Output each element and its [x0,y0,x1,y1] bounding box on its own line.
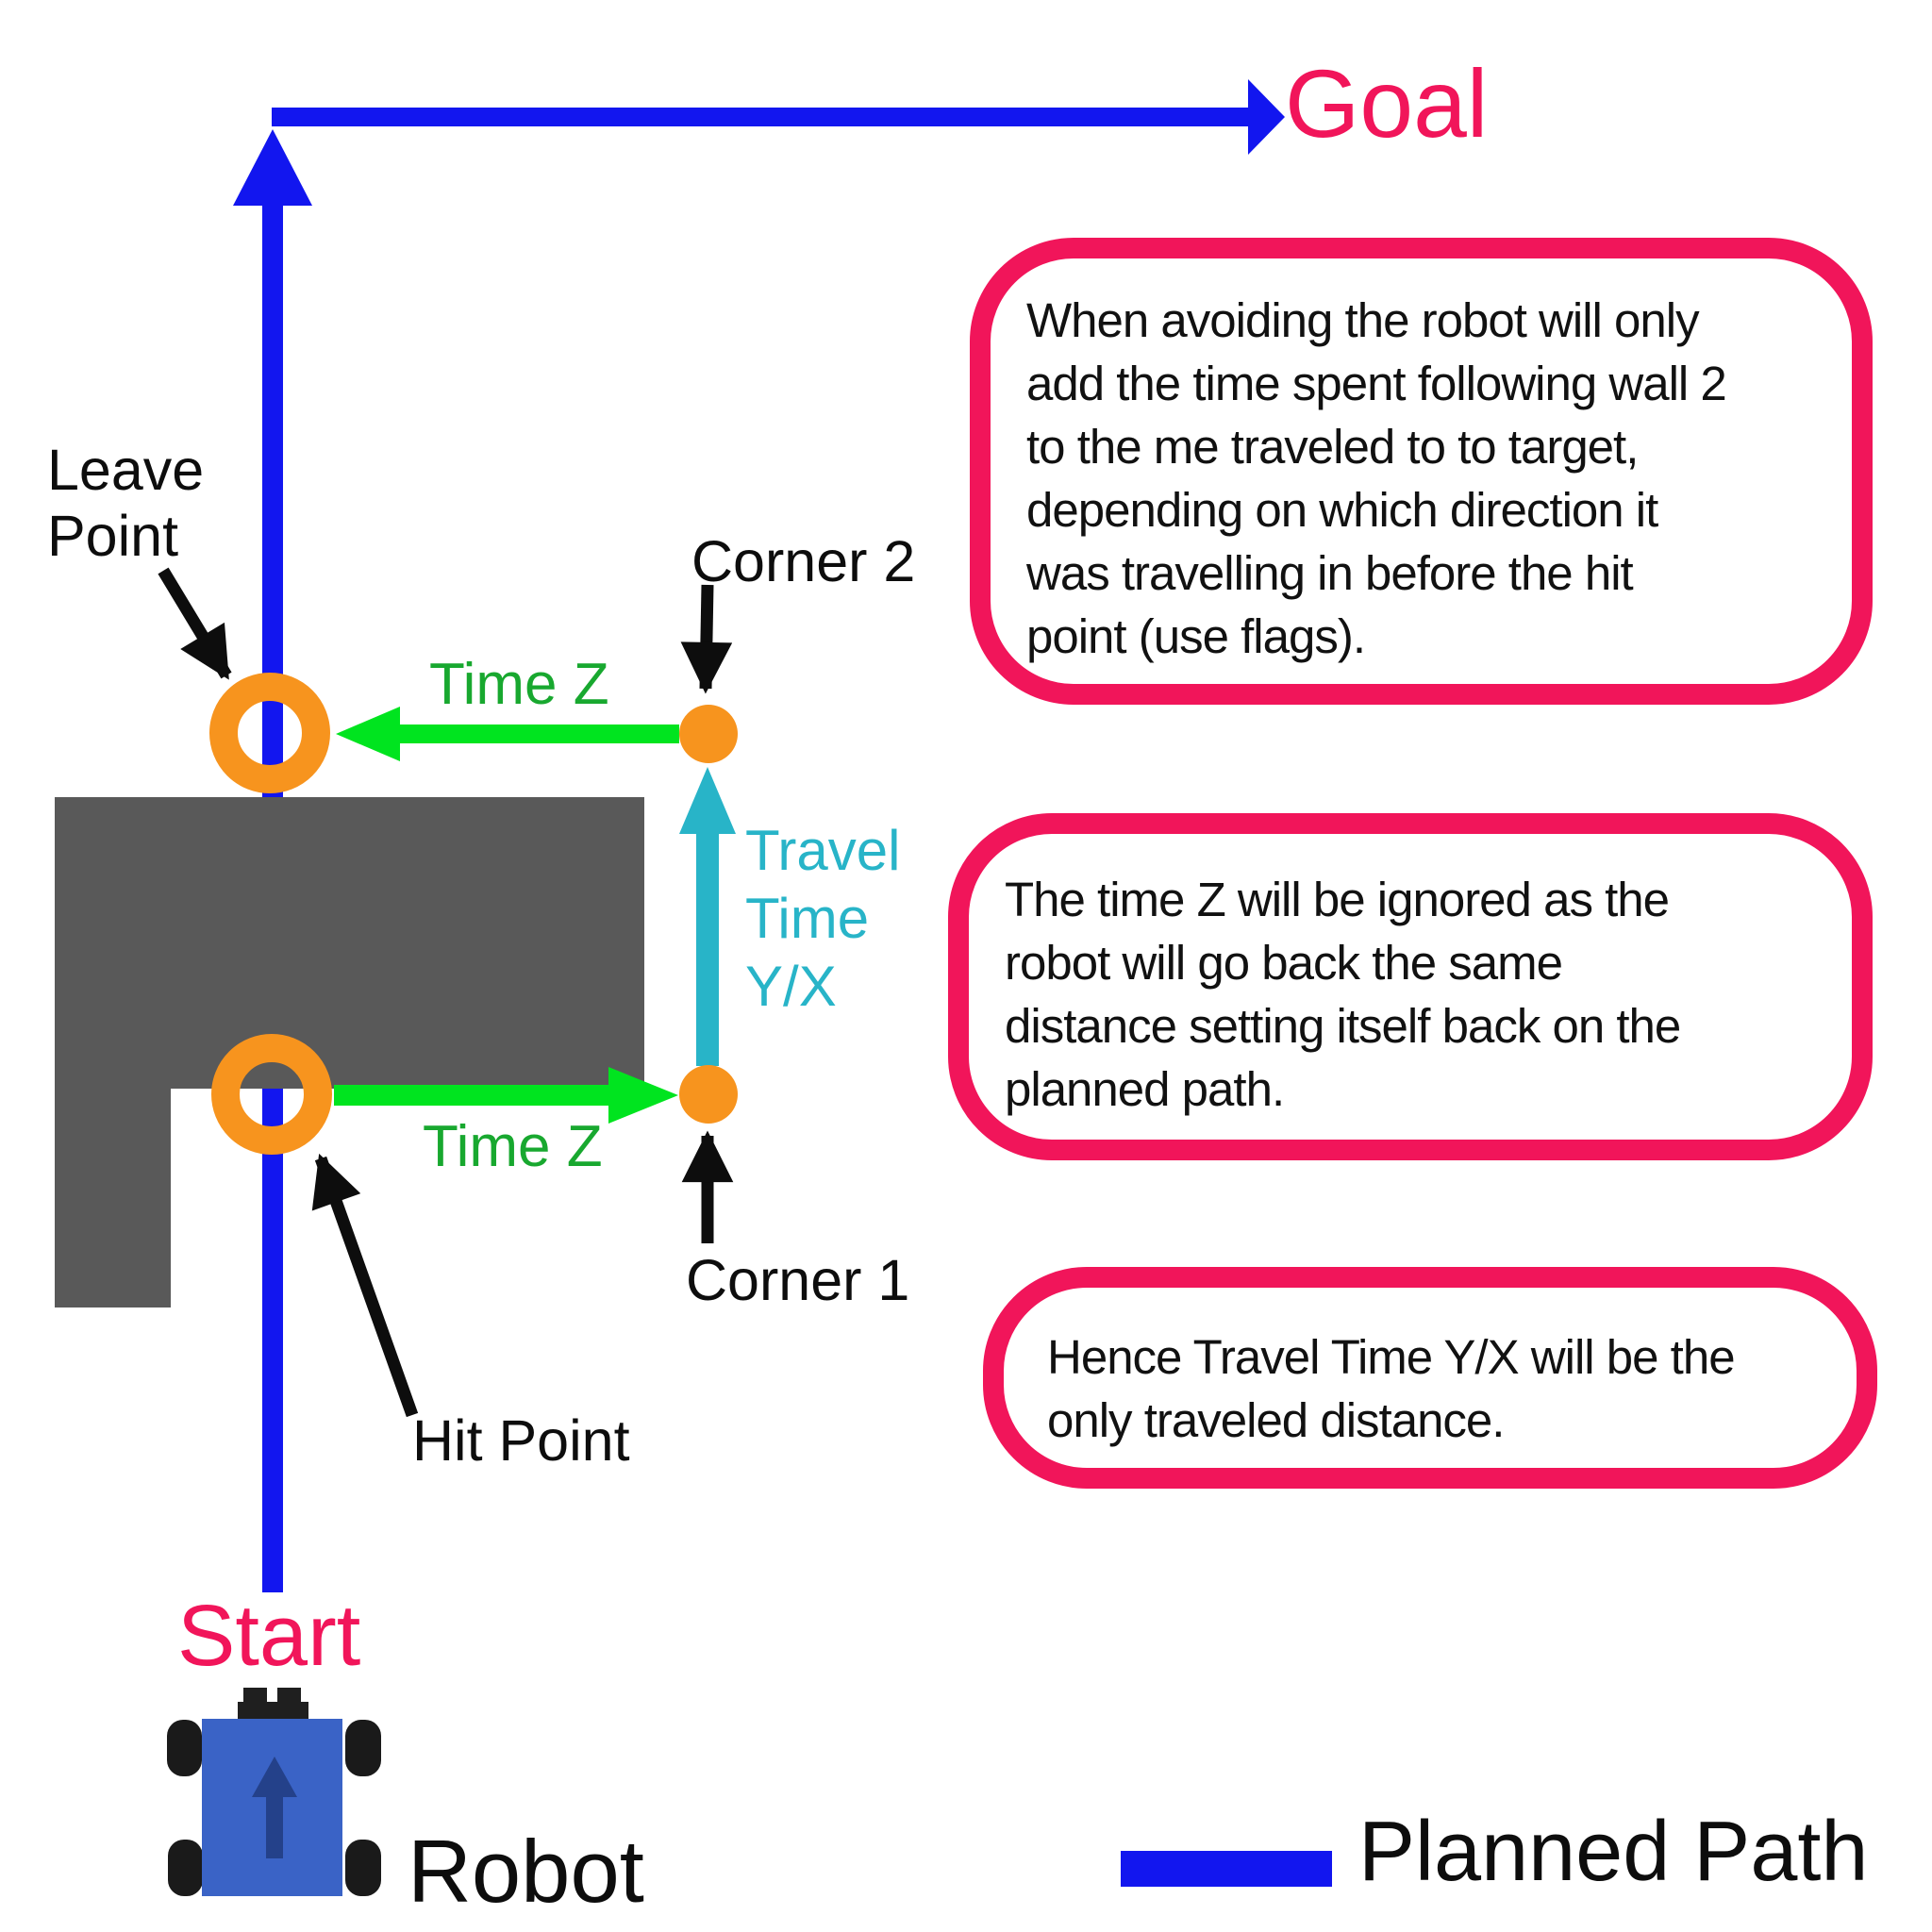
goal-label: Goal [1285,50,1489,158]
corner-2-pointer-arrow [680,584,733,694]
robot-bumper [238,1702,308,1721]
note-box-time-z: The time Z will be ignored as the robot … [948,813,1873,1160]
hit-point-label: Hit Point [412,1408,630,1473]
robot-heading-arrow-head [252,1757,297,1797]
corner-2-label: Corner 2 [691,529,916,593]
travel-time-arrow-head [679,767,736,834]
robot-wheel-rear-left [168,1840,203,1896]
legend-planned-path-swatch [1121,1851,1332,1887]
hit-point-pointer-arrow [311,1153,419,1418]
time-z-arrow-top-shaft [400,724,679,743]
travel-time-label: Travel Time Y/X [745,819,901,1018]
note-box-avoiding-text: When avoiding the robot will only add th… [1026,293,1727,663]
note-box-travel-time-text: Hence Travel Time Y/X will be the only t… [1047,1330,1736,1447]
time-z-arrow-bottom-head [608,1067,678,1124]
robot-icon [167,1688,381,1896]
planned-path-goal-arrowhead [1248,79,1285,155]
robot-heading-arrow-shaft [266,1794,283,1858]
corner-1-label: Corner 1 [686,1248,910,1312]
leave-point-pointer-arrow [158,567,232,680]
time-z-arrow-bottom-shaft [334,1085,610,1106]
hit-point-ring [211,1034,332,1155]
note-box-travel-time: Hence Travel Time Y/X will be the only t… [983,1267,1877,1489]
planned-path-up-arrowhead [233,129,312,206]
time-z-top-label: Time Z [429,652,609,717]
robot-wheel-front-right [345,1720,381,1776]
robot-wheel-rear-right [345,1840,381,1896]
obstacle-wall [55,797,644,1307]
corner-1-dot [679,1065,738,1124]
leave-point-ring [209,673,330,793]
time-z-bottom-label: Time Z [423,1114,603,1179]
travel-time-arrow-shaft [696,828,719,1066]
legend-planned-path-label: Planned Path [1358,1805,1869,1899]
robot-label: Robot [408,1822,644,1921]
time-z-arrow-top-head [336,707,400,761]
robot-wheel-front-left [167,1720,202,1776]
planned-path-horizontal-line [272,108,1249,126]
note-box-avoiding: When avoiding the robot will only add th… [970,238,1873,705]
start-label: Start [177,1588,361,1684]
corner-2-dot [679,705,738,763]
note-box-time-z-text: The time Z will be ignored as the robot … [1005,873,1681,1116]
leave-point-label: Leave Point [47,438,205,568]
